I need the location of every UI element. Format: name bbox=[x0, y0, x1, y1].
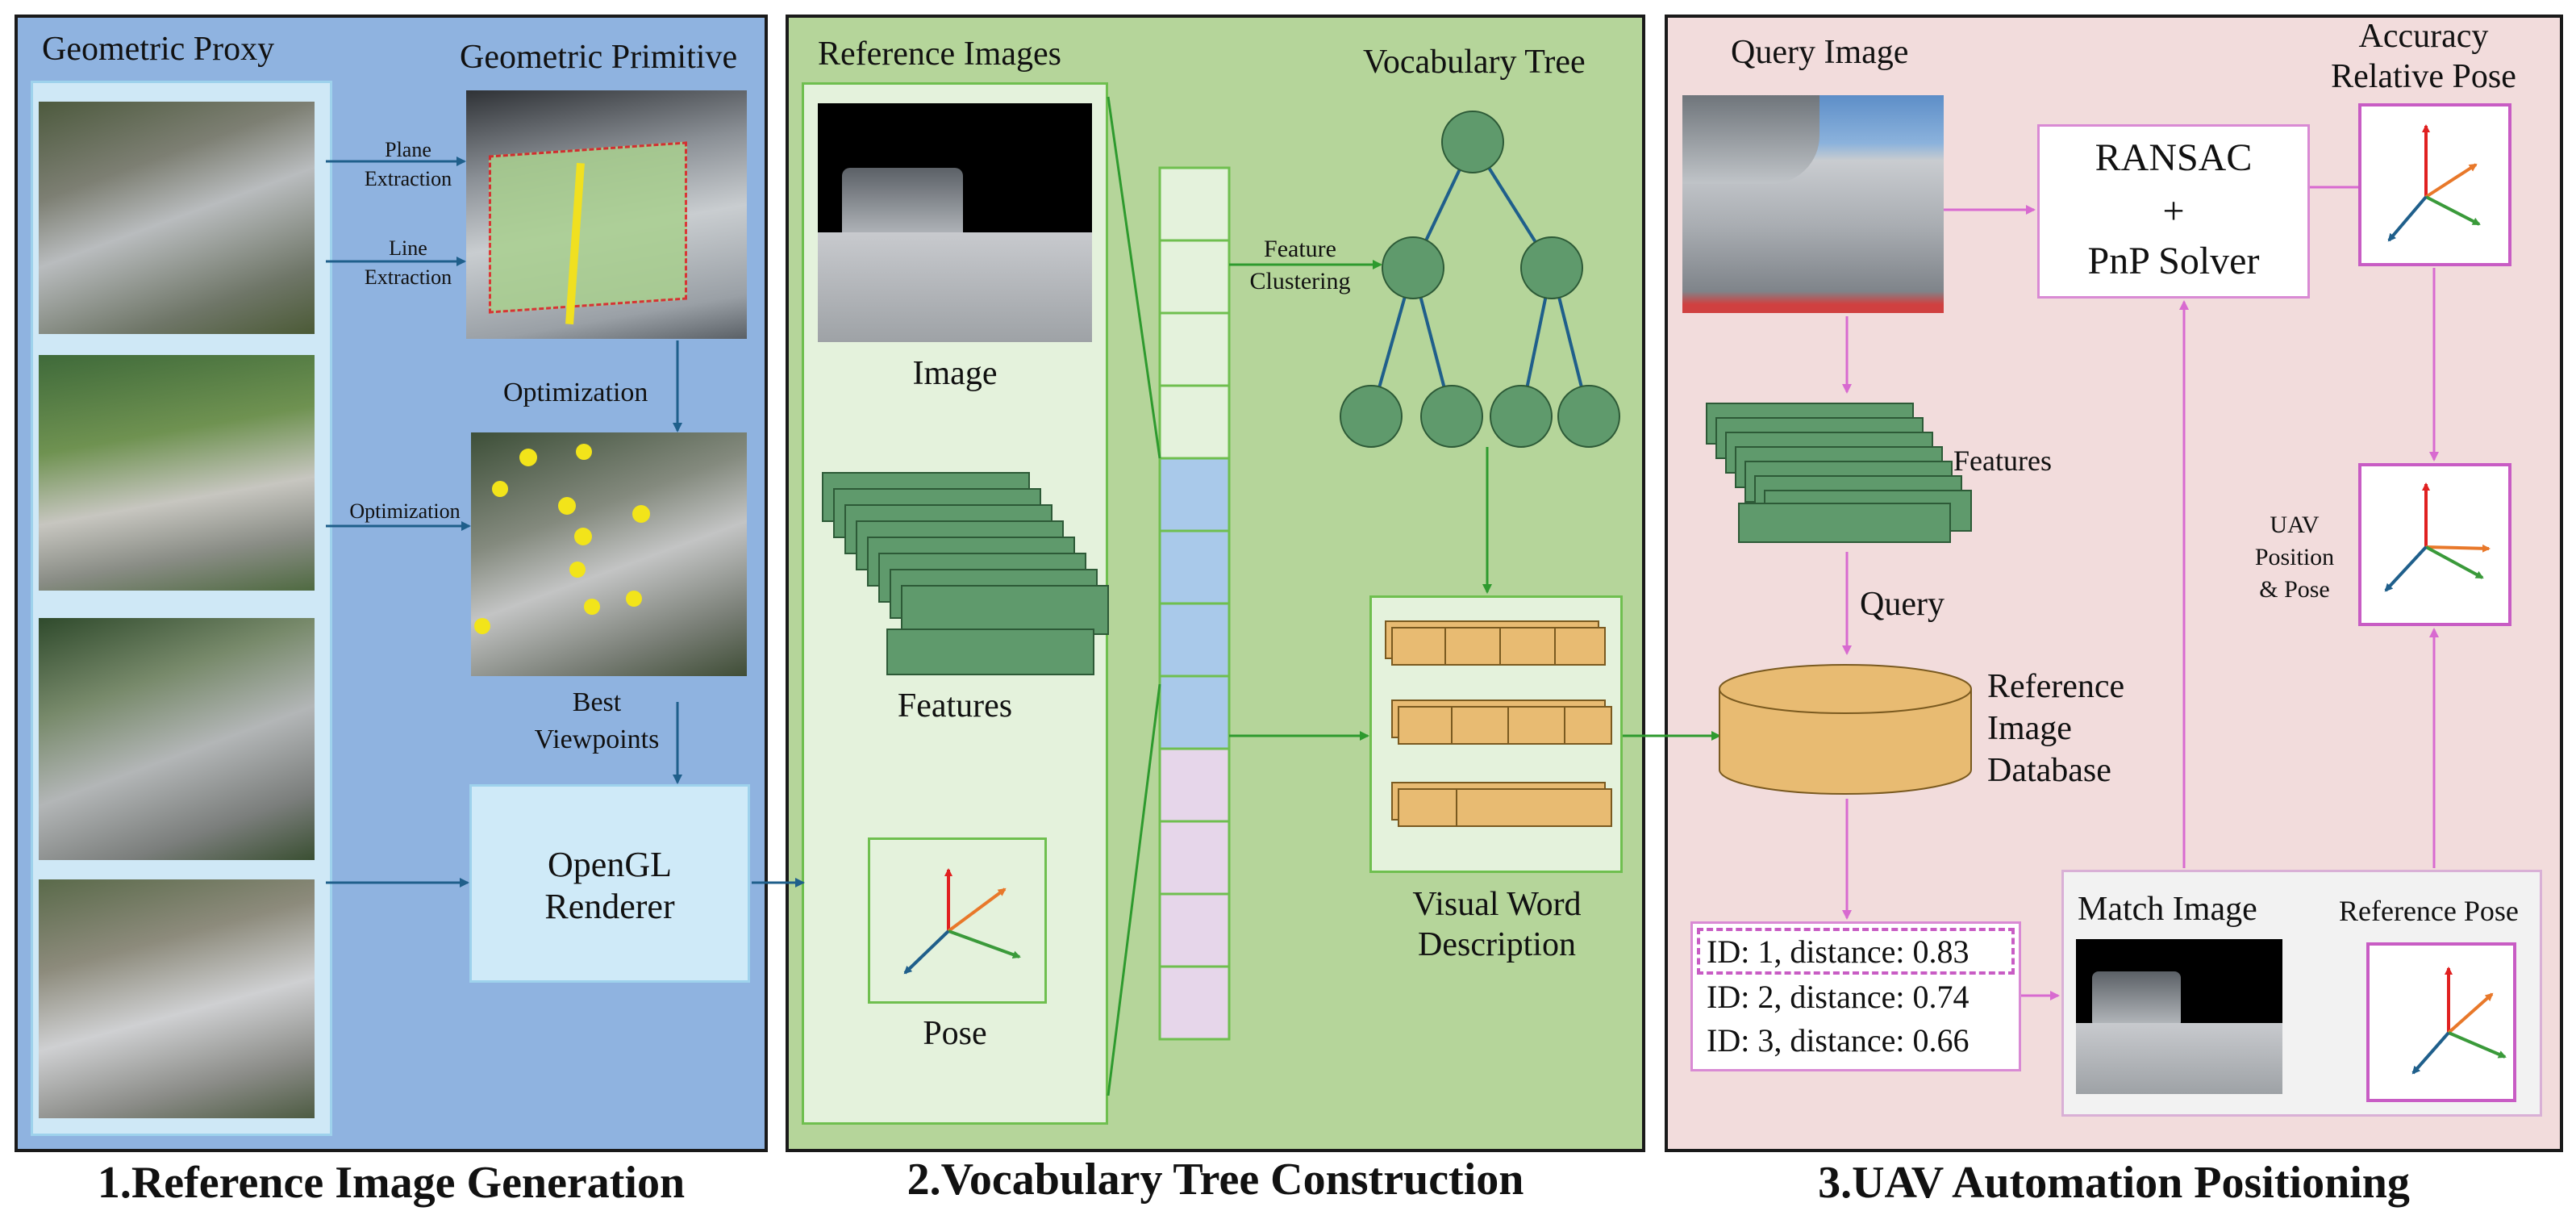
query-image-photo bbox=[1682, 95, 1944, 313]
plus-label: + bbox=[2162, 190, 2185, 232]
features-label-right: Features bbox=[1953, 445, 2052, 477]
proxy-render-4 bbox=[39, 879, 315, 1118]
result-row-2: ID: 2, distance: 0.74 bbox=[1707, 979, 1970, 1015]
uav-pose-label-1: UAV bbox=[2270, 512, 2320, 538]
database-label-3: Database bbox=[1987, 752, 2111, 789]
geometric-proxy-title: Geometric Proxy bbox=[42, 31, 275, 68]
uav-pose-box bbox=[2358, 463, 2511, 626]
match-image-photo bbox=[2076, 939, 2282, 1094]
database-label-2: Image bbox=[1987, 710, 2072, 747]
image-label: Image bbox=[912, 355, 998, 392]
optimization-side-label: Optimization bbox=[349, 499, 461, 523]
best-viewpoints-label-2: Viewpoints bbox=[534, 725, 660, 754]
opengl-renderer-label-1: OpenGL bbox=[548, 845, 672, 884]
opengl-renderer-box bbox=[469, 784, 750, 983]
proxy-render-2 bbox=[39, 355, 315, 591]
ransac-label: RANSAC bbox=[2095, 136, 2253, 179]
pose-box bbox=[868, 837, 1047, 1004]
feature-clustering-label-1: Feature bbox=[1264, 236, 1336, 262]
plane-extraction-label-1: Plane bbox=[385, 138, 431, 161]
line-extraction-label-2: Extraction bbox=[364, 265, 452, 289]
opengl-renderer-label-2: Renderer bbox=[544, 887, 675, 926]
uav-pose-label-2: Position bbox=[2254, 544, 2335, 570]
line-extraction-label-1: Line bbox=[389, 236, 427, 260]
optimization-top-label: Optimization bbox=[503, 378, 648, 407]
accuracy-pose-box bbox=[2358, 103, 2511, 266]
result-row-3: ID: 3, distance: 0.66 bbox=[1707, 1022, 1970, 1059]
results-list bbox=[1690, 921, 2021, 1071]
features-label-left: Features bbox=[897, 687, 1013, 725]
plane-patch bbox=[489, 141, 687, 314]
pnp-solver-label: PnP Solver bbox=[2087, 240, 2260, 282]
result-highlight bbox=[1697, 928, 2015, 975]
reference-images-title: Reference Images bbox=[818, 35, 1061, 73]
reference-pose-title: Reference Pose bbox=[2339, 895, 2519, 927]
query-label: Query bbox=[1860, 586, 1945, 623]
optimization-image bbox=[471, 432, 747, 676]
reference-pose-box bbox=[2366, 942, 2516, 1102]
geometric-primitive-image bbox=[466, 90, 747, 339]
database-label-1: Reference bbox=[1987, 668, 2125, 705]
geometric-primitive-title: Geometric Primitive bbox=[460, 39, 738, 76]
accuracy-title-1: Accuracy bbox=[2358, 18, 2489, 55]
visual-word-label-1: Visual Word bbox=[1412, 886, 1582, 923]
pose-label: Pose bbox=[923, 1015, 987, 1052]
caption-panel-2: 2.Vocabulary Tree Construction bbox=[907, 1155, 1524, 1205]
visual-word-box bbox=[1369, 595, 1623, 873]
uav-pose-label-3: & Pose bbox=[2259, 576, 2330, 603]
best-viewpoints-label-1: Best bbox=[572, 687, 622, 717]
proxy-render-3 bbox=[39, 618, 315, 860]
ransac-box bbox=[2037, 124, 2310, 299]
reference-image-photo bbox=[818, 103, 1092, 342]
query-image-title: Query Image bbox=[1731, 34, 1909, 71]
proxy-render-1 bbox=[39, 102, 315, 334]
result-row-1: ID: 1, distance: 0.83 bbox=[1707, 933, 1970, 970]
feature-clustering-label-2: Clustering bbox=[1249, 268, 1351, 294]
caption-panel-3: 3.UAV Automation Positioning bbox=[1818, 1158, 2410, 1208]
plane-extraction-label-2: Extraction bbox=[364, 167, 452, 190]
visual-word-label-2: Description bbox=[1418, 926, 1576, 963]
vocabulary-tree-title: Vocabulary Tree bbox=[1363, 44, 1586, 81]
match-image-title: Match Image bbox=[2078, 891, 2257, 928]
caption-panel-1: 1.Reference Image Generation bbox=[97, 1158, 686, 1208]
accuracy-title-2: Relative Pose bbox=[2331, 58, 2516, 95]
